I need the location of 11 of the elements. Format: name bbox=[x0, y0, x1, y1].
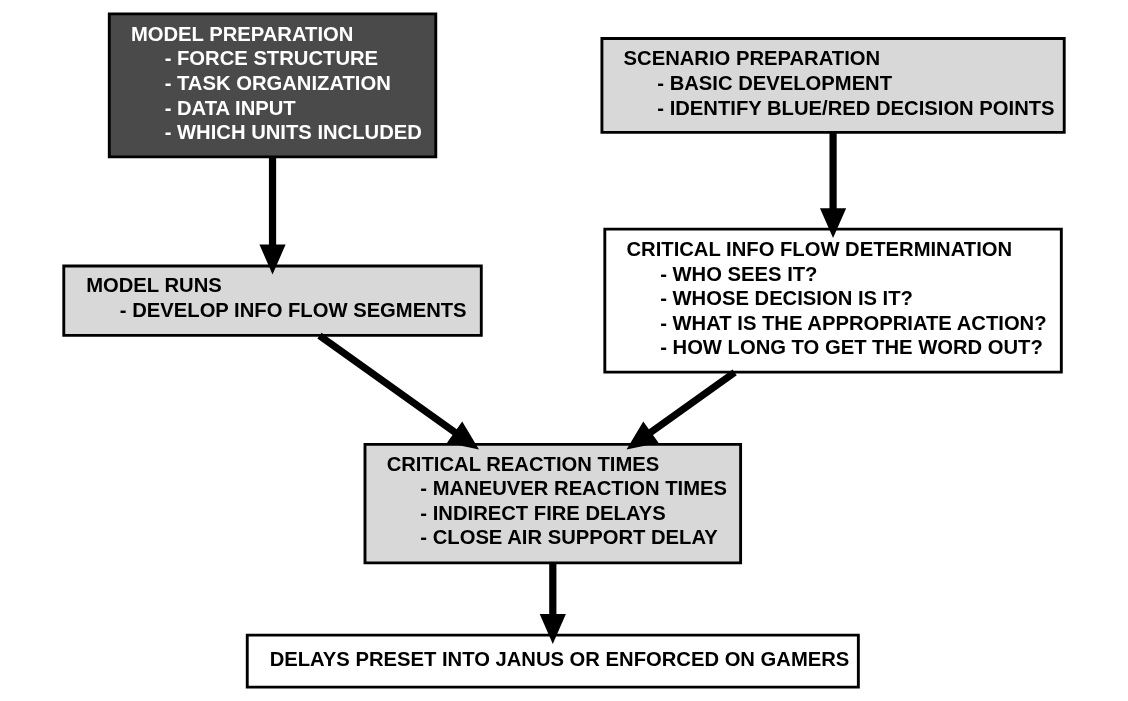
arrow bbox=[317, 332, 479, 450]
node-box: MODEL PREPARATION - FORCE STRUCTURE - TASK ORGANIZATION - DATA INPUT - WHICH UNITS INCLUDED bbox=[107, 12, 438, 159]
arrow bbox=[626, 369, 737, 450]
arrow bbox=[259, 156, 286, 275]
arrow bbox=[539, 563, 566, 644]
node-box: CRITICAL INFO FLOW DETERMINATION - WHO SEES IT? - WHOSE DECISION IS IT? - WHAT IS THE APPROPRIATE ACTION? - HOW LONG TO GET THE WORD OUT? bbox=[603, 227, 1063, 374]
node-box: DELAYS PRESET INTO JANUS OR ENFORCED ON GAMERS bbox=[245, 633, 860, 689]
node-box: MODEL RUNS - DEVELOP INFO FLOW SEGMENTS bbox=[62, 264, 483, 337]
arrow bbox=[819, 132, 847, 239]
node-box: SCENARIO PREPARATION - BASIC DEVELOPMENT - IDENTIFY BLUE/RED DECISION POINTS bbox=[600, 37, 1066, 134]
node-box: CRITICAL REACTION TIMES - MANEUVER REACTION TIMES - INDIRECT FIRE DELAYS - CLOSE AIR SUPPORT DELAY bbox=[363, 442, 743, 565]
